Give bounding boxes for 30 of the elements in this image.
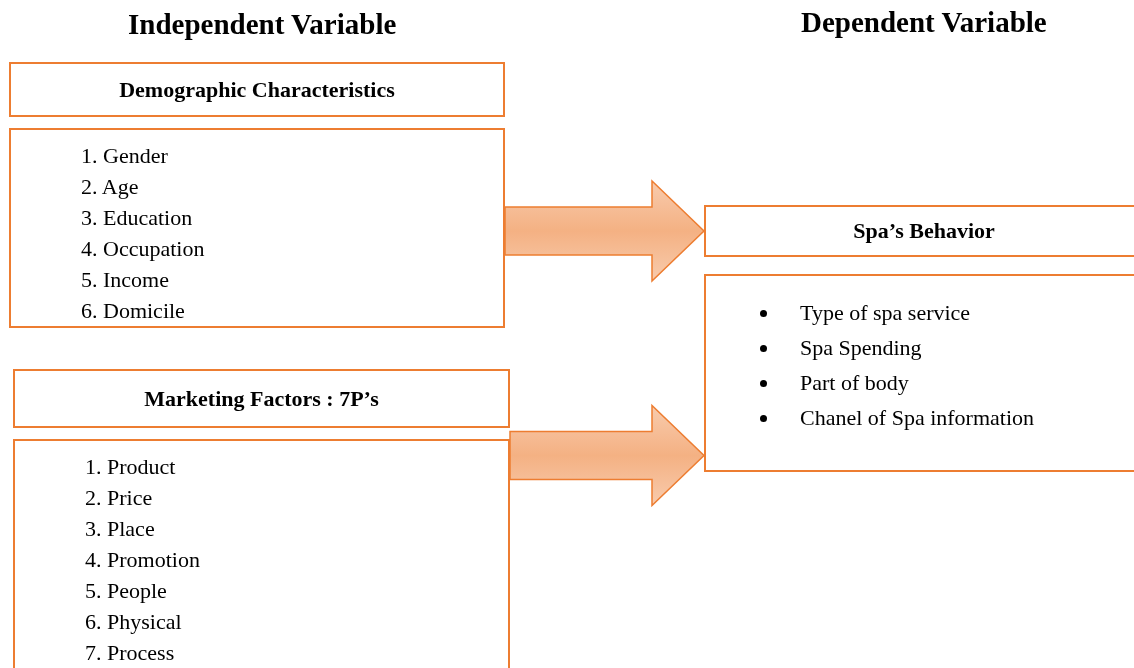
list-box [704, 274, 1134, 472]
list-item: 3. Place [85, 516, 155, 542]
list-item: 5. People [85, 578, 167, 604]
list-item: 1. Product [85, 454, 176, 480]
list-item: Chanel of Spa information [800, 405, 1034, 431]
list-item: 1. Gender [81, 143, 168, 169]
box-heading: Marketing Factors : 7P’s [144, 385, 379, 412]
list-item: 7. Process [85, 640, 175, 666]
list-item: Part of body [800, 370, 909, 396]
list-box [13, 439, 510, 668]
column-title: Independent Variable [128, 8, 397, 41]
block-arrow [504, 179, 706, 283]
list-item: 4. Promotion [85, 547, 200, 573]
column-title: Dependent Variable [801, 6, 1047, 39]
list-item: 2. Age [81, 174, 139, 200]
list-item: 6. Physical [85, 609, 182, 635]
list-item: 3. Education [81, 205, 193, 231]
list-item: 2. Price [85, 485, 153, 511]
box-heading: Spa’s Behavior [853, 218, 995, 244]
list-box [9, 128, 505, 328]
list-item: Spa Spending [800, 335, 922, 361]
heading-box [13, 369, 510, 428]
list-item: Type of spa service [800, 300, 971, 326]
list-item: 6. Domicile [81, 298, 185, 324]
list-item: 4. Occupation [81, 236, 205, 262]
block-arrow [509, 403, 706, 508]
box-heading: Demographic Characteristics [119, 76, 395, 103]
heading-box [704, 205, 1134, 257]
list-item: 5. Income [81, 267, 169, 293]
heading-box [9, 62, 505, 117]
